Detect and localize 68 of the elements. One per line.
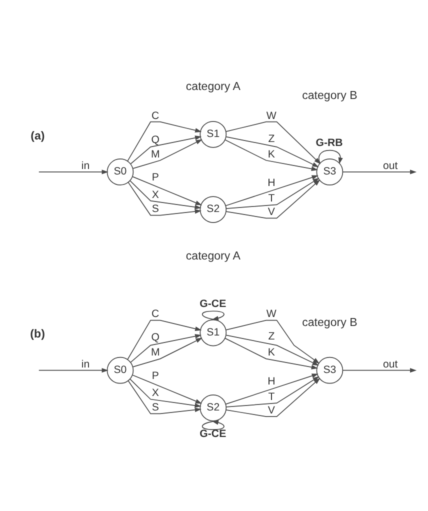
arrow (130, 136, 202, 164)
label: category B (302, 90, 358, 102)
edge-label: M (150, 346, 160, 359)
edge-label: P (152, 171, 159, 184)
node-circle: S3 (316, 158, 344, 186)
node-circle: S1 (200, 319, 227, 346)
edge-label: C (152, 308, 160, 320)
edge-label: H (268, 376, 276, 388)
edge-label: S (152, 402, 159, 414)
label: category A (186, 250, 240, 263)
arrow (127, 320, 202, 360)
edge-label: X (152, 387, 159, 400)
node-circle: S3 (316, 356, 344, 384)
edge-label: W (266, 110, 276, 122)
edge-label: V (268, 206, 275, 218)
arrow (128, 182, 202, 216)
edge-label: K (268, 346, 275, 359)
edge-label: K (268, 148, 275, 160)
arrow (127, 121, 202, 162)
edge-label: G-CE (200, 298, 226, 310)
node-circle: S1 (200, 120, 227, 148)
arrow (132, 139, 202, 169)
node-circle: S2 (200, 394, 227, 422)
arrow (202, 310, 224, 320)
edge-label: M (150, 148, 160, 160)
label: category A (186, 81, 240, 94)
arrow (342, 170, 417, 174)
arrow (226, 320, 320, 364)
edge-label: Q (151, 134, 160, 146)
arrow (130, 334, 202, 363)
arrow (128, 380, 202, 414)
edge-label: G-RB (316, 137, 343, 150)
label: category B (302, 317, 358, 330)
arrow (226, 180, 320, 219)
arrow (130, 180, 202, 210)
edge-label: out (383, 358, 398, 370)
edge-label: out (383, 160, 398, 172)
edge-label: C (152, 110, 160, 122)
edge-label: Q (151, 331, 160, 344)
arrow (130, 378, 202, 408)
edge-label: Z (268, 330, 275, 342)
arrow (132, 338, 202, 368)
edge-label: G-CE (200, 428, 226, 440)
edge-label: T (268, 192, 275, 205)
arrow (38, 170, 108, 174)
edge-label: in (81, 160, 90, 172)
edge-label: P (152, 370, 159, 382)
edge-label: H (268, 177, 276, 190)
edge-label: X (152, 188, 159, 201)
edge-label: in (81, 358, 90, 370)
arrow (342, 368, 417, 373)
arrow (226, 121, 321, 164)
node-circle: S2 (200, 196, 227, 223)
edge-label: S (152, 203, 159, 216)
edge-label: W (266, 308, 276, 320)
arrow (38, 368, 108, 373)
label: (b) (30, 328, 45, 341)
edge-label: T (268, 391, 275, 404)
node-circle: S0 (106, 158, 134, 186)
arrow (226, 378, 320, 418)
node-circle: S0 (106, 356, 134, 384)
arrow (202, 420, 224, 430)
arrow (132, 176, 202, 206)
arrow (132, 374, 202, 404)
arrow (318, 150, 343, 164)
label: (a) (30, 130, 45, 142)
edge-label: Z (268, 132, 275, 145)
edge-label: V (268, 404, 275, 417)
